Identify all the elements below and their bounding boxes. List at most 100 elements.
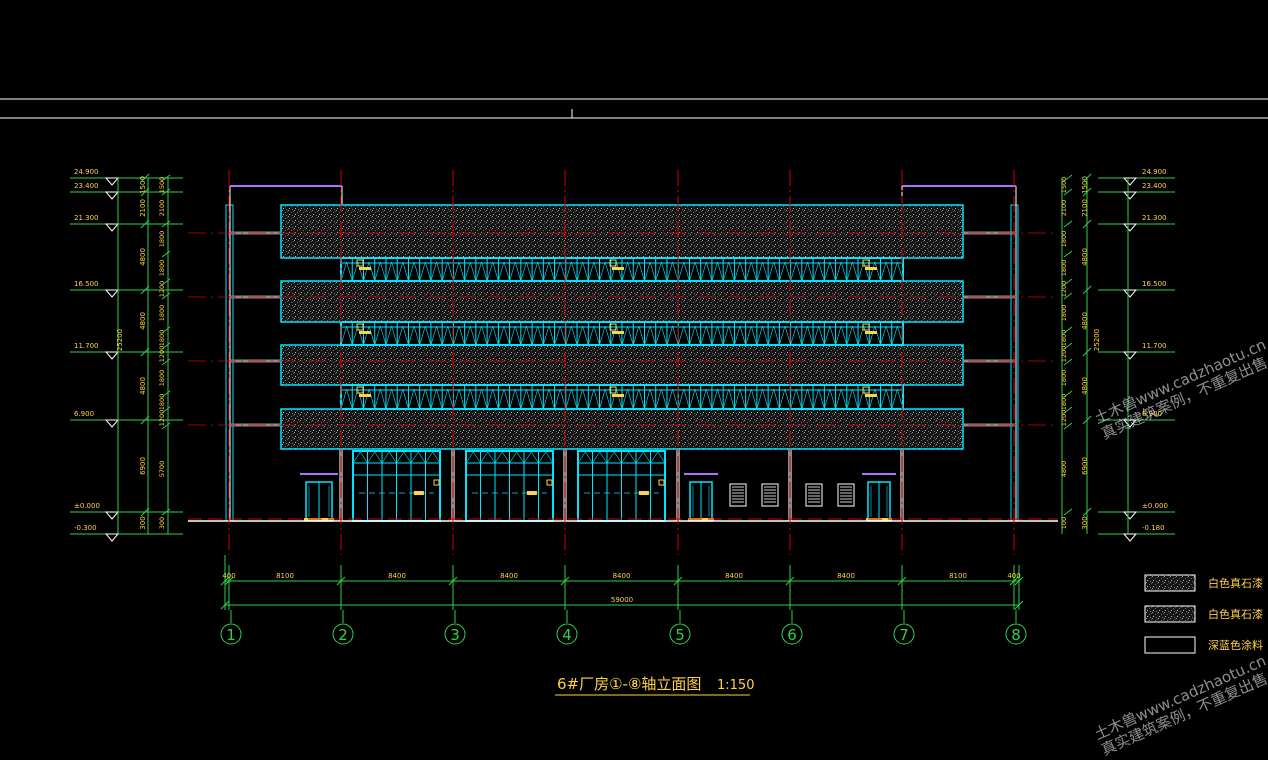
window-open-mark [593, 261, 600, 282]
window-open-mark [818, 388, 825, 410]
window-open-mark [672, 261, 679, 282]
window-open-mark [728, 261, 735, 282]
window-open-mark [363, 325, 370, 346]
dim-tick [1063, 220, 1073, 228]
window-open-mark [689, 388, 696, 410]
window-open-mark [419, 261, 426, 282]
window-open-mark [425, 388, 432, 410]
elev-label: 24.900 [1142, 168, 1167, 176]
window-open-mark [441, 261, 449, 282]
window-strip-1 [340, 257, 904, 282]
window-open-mark [554, 388, 561, 410]
window-open-mark [565, 261, 572, 282]
glazing-open-mark [487, 451, 496, 464]
glazing-open-mark [417, 451, 426, 464]
window-open-mark [408, 388, 415, 410]
glazing-open-mark [628, 451, 637, 464]
building-facade [188, 185, 1058, 522]
window-open-mark [807, 325, 814, 346]
window-open-mark [509, 325, 516, 346]
window-open-mark [627, 261, 634, 282]
dim-inner: 1800 [158, 370, 166, 387]
window-open-mark [756, 261, 763, 282]
window-open-mark [368, 388, 376, 410]
axis-bubble-1 [220, 623, 242, 645]
window-open-mark [391, 261, 398, 282]
dim-tick [224, 576, 234, 586]
window-open-mark [728, 325, 735, 346]
window-open-mark [430, 388, 437, 410]
dim-tick [336, 576, 346, 586]
elev-triangle [104, 511, 120, 520]
window-open-mark [868, 261, 876, 282]
window-open-mark [413, 325, 420, 346]
window-open-mark [436, 388, 443, 410]
dim-tick [1009, 576, 1019, 586]
window-open-mark [565, 325, 572, 346]
glazing-open-mark [538, 451, 547, 464]
glazing-open-mark [584, 451, 593, 464]
window-tag-box [609, 259, 617, 267]
window-open-mark [453, 261, 460, 282]
elev-triangle [104, 191, 120, 200]
axis-bubble-label: 7 [899, 626, 909, 644]
window-open-mark [734, 325, 741, 346]
window-open-mark [520, 388, 527, 410]
window-open-mark [453, 325, 460, 346]
window-open-mark [396, 325, 404, 346]
window-tag-text [359, 267, 371, 270]
elev-triangle [1122, 511, 1138, 520]
window-open-mark [829, 325, 836, 346]
window-open-mark [554, 325, 561, 346]
window-open-mark [464, 261, 471, 282]
window-open-mark [509, 261, 516, 282]
elev-label: 21.300 [74, 214, 99, 222]
glazing-tag-box [433, 479, 440, 486]
window-open-mark [835, 261, 842, 282]
dim-tick [140, 347, 150, 357]
glazing-tag [526, 491, 537, 495]
window-open-mark [604, 388, 612, 410]
window-open-mark [711, 325, 718, 346]
window-open-mark [604, 325, 612, 346]
window-open-mark [340, 388, 347, 410]
dim-inner: 1800 [158, 260, 166, 277]
right-elevation-dimensions: 24.90023.40021.30016.50011.7006.900±0.00… [1060, 168, 1175, 542]
legend-swatch-1 [1144, 574, 1196, 592]
dim-tick [140, 219, 150, 229]
window-open-mark [706, 388, 713, 410]
window-open-mark [402, 325, 409, 346]
window-open-mark [363, 388, 370, 410]
axis-bubble-8 [1005, 623, 1027, 645]
axis-bubble-6 [781, 623, 803, 645]
window-open-mark [469, 261, 477, 282]
dim-outer: 2100 [1081, 199, 1089, 217]
dim-tick [161, 174, 171, 182]
window-open-mark [537, 325, 544, 346]
window-open-mark [582, 325, 589, 346]
dim-inner: 1200 [158, 281, 166, 298]
window-open-mark [385, 261, 392, 282]
dim-tick [1082, 173, 1092, 183]
window-open-mark [807, 388, 814, 410]
dim-inner: 100 [1060, 517, 1068, 529]
window-open-mark [514, 325, 522, 346]
dim-tick [1063, 358, 1073, 366]
window-open-mark [706, 261, 713, 282]
window-open-mark [374, 388, 381, 410]
window-open-mark [357, 261, 364, 282]
window-open-mark [526, 388, 533, 410]
window-open-mark [773, 261, 780, 282]
legend-swatch-3 [1144, 636, 1196, 654]
axis-bubble-label: 8 [1011, 626, 1021, 644]
window-open-mark [677, 325, 685, 346]
elev-triangle [1122, 177, 1138, 186]
dim-tick [161, 508, 171, 516]
window-open-mark [425, 325, 432, 346]
window-open-mark [683, 261, 690, 282]
window-open-mark [666, 325, 673, 346]
window-open-mark [649, 325, 657, 346]
window-open-mark [885, 388, 893, 410]
glazing-open-mark [613, 451, 622, 464]
